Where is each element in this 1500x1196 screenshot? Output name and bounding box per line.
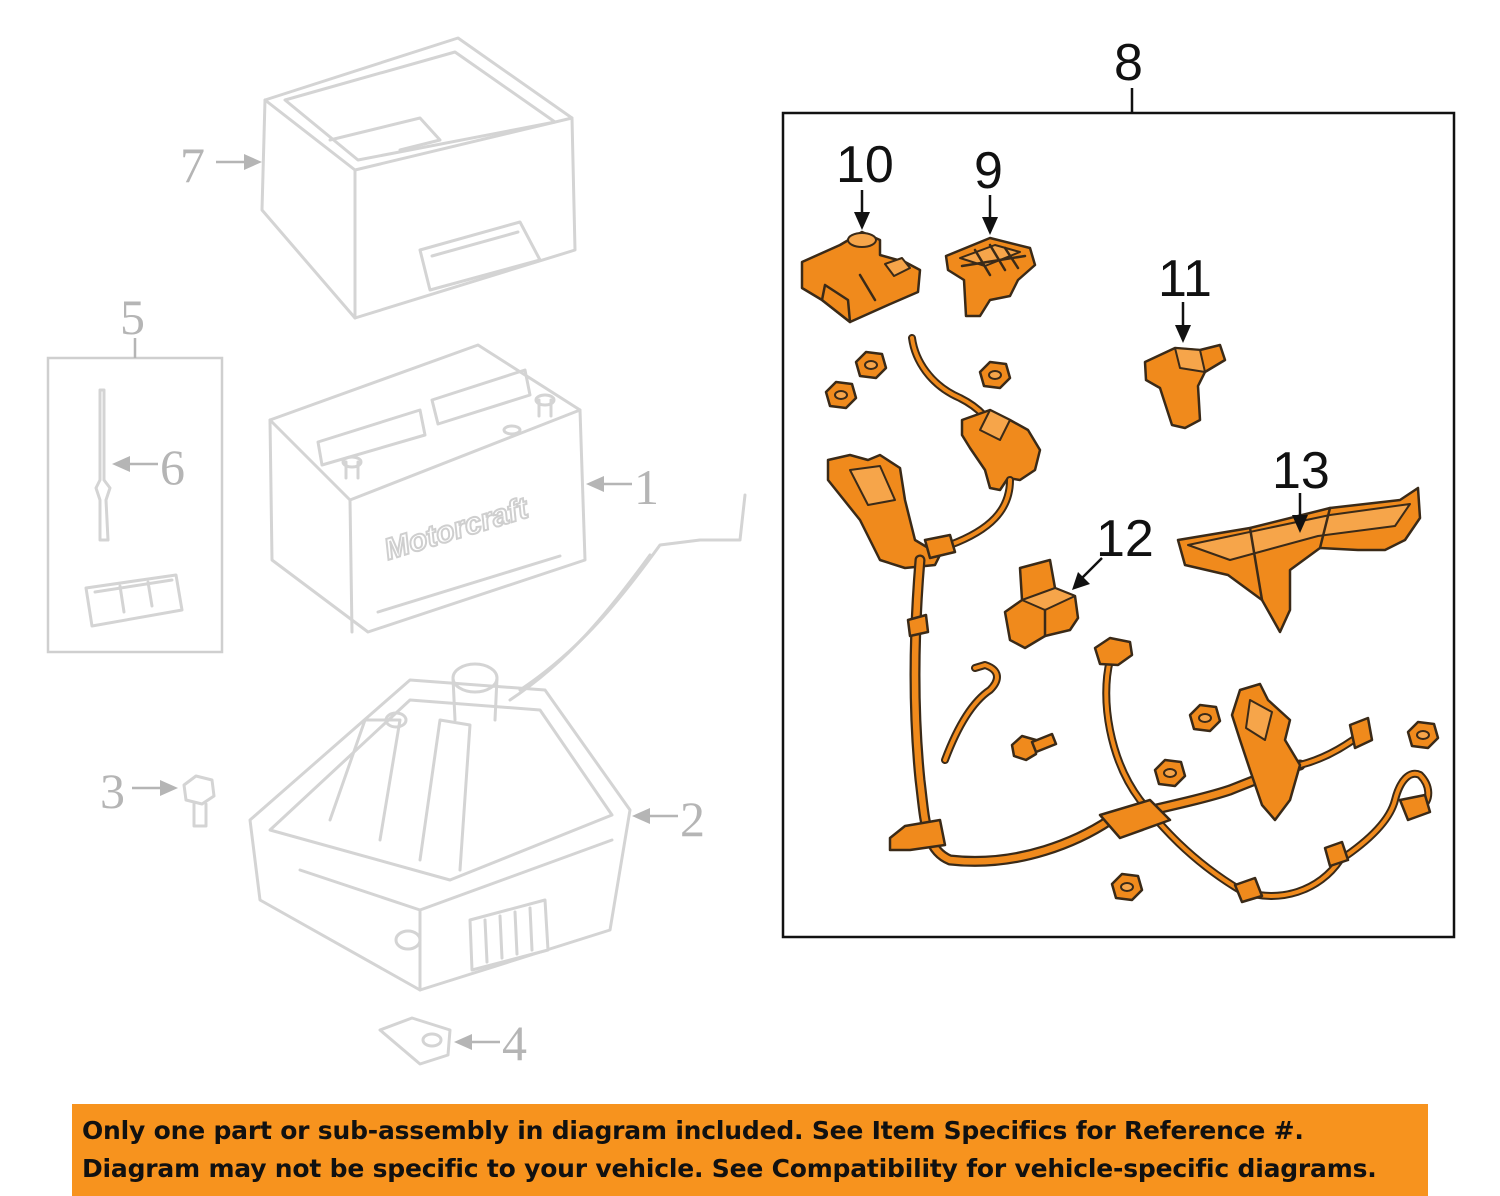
callout-13: 13: [1272, 442, 1330, 500]
part-11-sensor: 11: [1143, 250, 1227, 430]
callout-11: 11: [1158, 250, 1212, 308]
callout-10: 10: [836, 136, 894, 194]
callout-7: 7: [180, 137, 205, 193]
nut-6: [1406, 720, 1440, 750]
nut-5: [1153, 758, 1187, 788]
bolt-small: [1010, 732, 1058, 762]
callout-1: 1: [634, 459, 659, 515]
callout-6: 6: [160, 439, 185, 495]
callout-8: 8: [1114, 34, 1143, 92]
part-8-wiring-harness: [826, 334, 1433, 904]
callout-12: 12: [1096, 510, 1154, 568]
callout-2: 2: [680, 791, 705, 847]
disclaimer-line-1: Only one part or sub-assembly in diagram…: [82, 1116, 1304, 1145]
callout-5: 5: [120, 289, 145, 345]
nut-3: [978, 360, 1012, 390]
part-1-battery: Motorcraft: [268, 343, 587, 634]
part-9-terminal-cover: 9: [944, 142, 1037, 318]
part-2-battery-tray: [248, 493, 747, 992]
part-13-shield: 13: [1176, 442, 1422, 634]
nut-4: [1188, 703, 1222, 733]
disclaimer-line-2: Diagram may not be specific to your vehi…: [82, 1154, 1377, 1183]
part-7-battery-cover: [260, 36, 577, 320]
part-4-bracket: 4: [378, 1015, 527, 1071]
nut-7: [1110, 872, 1144, 902]
callout-9: 9: [974, 142, 1003, 200]
callout-1-pointer: 1: [586, 459, 659, 515]
part-3-bolt: 3: [100, 763, 216, 828]
callout-2-pointer: 2: [632, 791, 705, 847]
nut-2: [854, 350, 888, 380]
part-5-kit-frame: 5 6: [46, 289, 224, 654]
nut-1: [824, 380, 858, 410]
assembly-8-frame: 8: [781, 34, 1456, 939]
callout-7-pointer: 7: [180, 137, 262, 193]
disclaimer-banner: Only one part or sub-assembly in diagram…: [72, 1104, 1428, 1196]
part-10-terminal-cover: 10: [800, 136, 922, 324]
callout-3: 3: [100, 763, 125, 819]
callout-4: 4: [502, 1015, 527, 1071]
part-12-connector: 12: [1003, 510, 1154, 650]
